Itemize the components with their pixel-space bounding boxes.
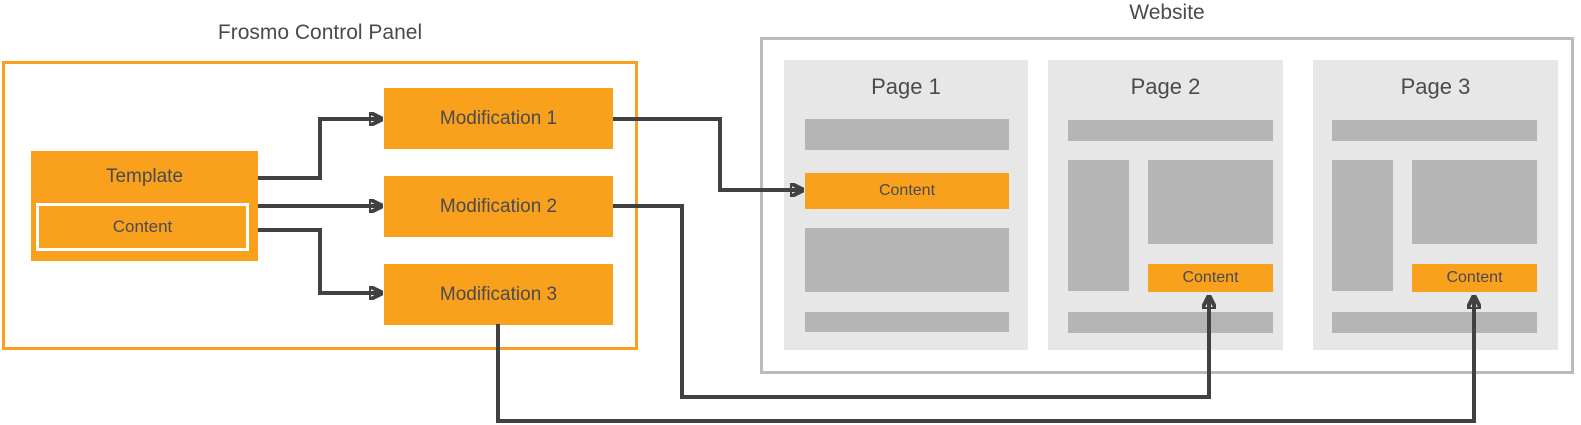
page-2-panel: Page 2 Content <box>1048 60 1283 350</box>
page-2-content-box: Content <box>1148 264 1273 292</box>
placeholder-bar <box>805 312 1009 332</box>
modification-3-label: Modification 3 <box>439 283 558 305</box>
placeholder-bar <box>1332 120 1537 141</box>
template-label: Template <box>105 166 184 187</box>
page-3-content-box: Content <box>1412 264 1537 292</box>
placeholder-block <box>1412 160 1537 244</box>
modification-1-label: Modification 1 <box>439 107 558 129</box>
placeholder-bar <box>1332 312 1537 333</box>
page-1-panel: Page 1 Content <box>784 60 1028 350</box>
modification-1-box: Modification 1 <box>384 88 613 149</box>
placeholder-bar <box>1068 312 1273 333</box>
page-1-content-box: Content <box>805 173 1009 209</box>
website-title: Website <box>1129 1 1205 24</box>
placeholder-bar <box>805 119 1009 150</box>
page-3-content-label: Content <box>1446 269 1503 286</box>
template-content-box: Content <box>36 203 249 251</box>
modification-3-box: Modification 3 <box>384 264 613 325</box>
placeholder-block <box>1148 160 1273 244</box>
control-panel-title: Frosmo Control Panel <box>217 21 423 44</box>
page-2-title: Page 2 <box>1130 74 1201 99</box>
page-1-content-label: Content <box>878 182 936 199</box>
placeholder-sidebar-column <box>1068 160 1129 291</box>
modification-2-label: Modification 2 <box>439 195 558 217</box>
page-1-title: Page 1 <box>871 74 941 99</box>
page-3-title: Page 3 <box>1400 74 1471 99</box>
placeholder-bar <box>1068 120 1273 141</box>
page-3-panel: Page 3 Content <box>1313 60 1558 350</box>
placeholder-sidebar-column <box>1332 160 1393 291</box>
placeholder-block <box>805 228 1009 292</box>
page-2-content-label: Content <box>1182 269 1239 286</box>
template-content-label: Content <box>112 217 173 236</box>
modification-2-box: Modification 2 <box>384 176 613 237</box>
template-box: Template Content <box>31 151 258 261</box>
